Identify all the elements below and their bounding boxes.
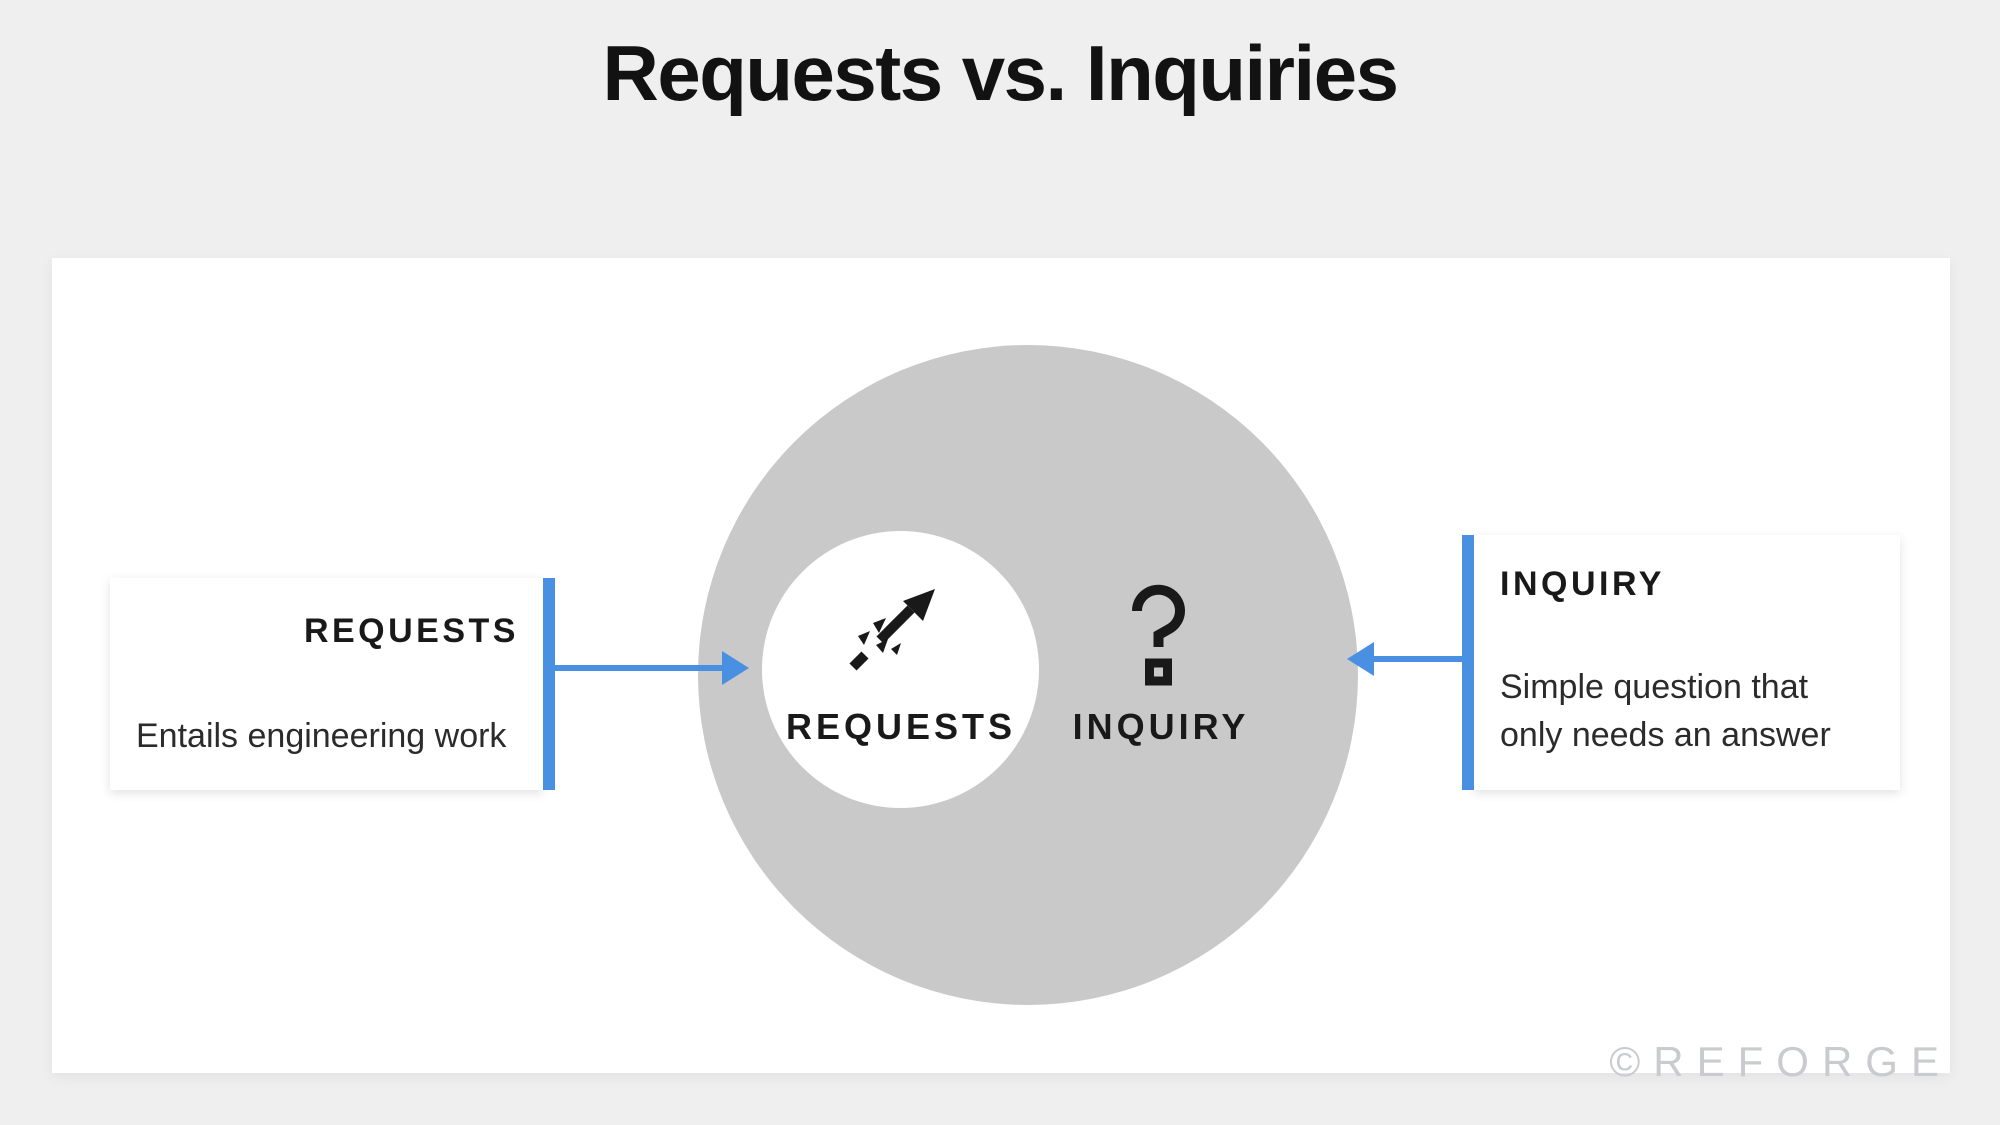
inquiry-accent-bar: [1462, 535, 1474, 790]
arrow-right-icon: [722, 651, 749, 685]
inquiry-description-line2: only needs an answer: [1500, 716, 1831, 754]
inquiry-arrow-shaft: [1374, 656, 1462, 662]
question-mark-icon: [1131, 584, 1185, 686]
requests-callout: REQUESTS Entails engineering work: [110, 578, 543, 790]
requests-callout-description: Entails engineering work: [136, 717, 507, 755]
requests-accent-bar: [543, 578, 555, 790]
inquiry-circle-label: INQUIRY: [1072, 706, 1250, 747]
reforge-watermark: ©REFORGE: [1609, 1038, 1952, 1085]
inquiry-callout: INQUIRY Simple question that only needs …: [1474, 535, 1900, 790]
inquiry-callout-title: INQUIRY: [1500, 565, 1665, 603]
requests-arrow-shaft: [555, 665, 722, 671]
requests-inner-circle: [762, 531, 1039, 808]
growth-arrow-icon: [849, 589, 935, 671]
inquiry-callout-description: Simple question that only needs an answe…: [1500, 663, 1831, 759]
inquiry-description-line1: Simple question that: [1500, 668, 1809, 706]
requests-circle-label: REQUESTS: [785, 706, 1017, 747]
page-title: Requests vs. Inquiries: [602, 29, 1399, 117]
arrow-left-icon: [1347, 642, 1374, 676]
requests-callout-title: REQUESTS: [303, 612, 519, 650]
